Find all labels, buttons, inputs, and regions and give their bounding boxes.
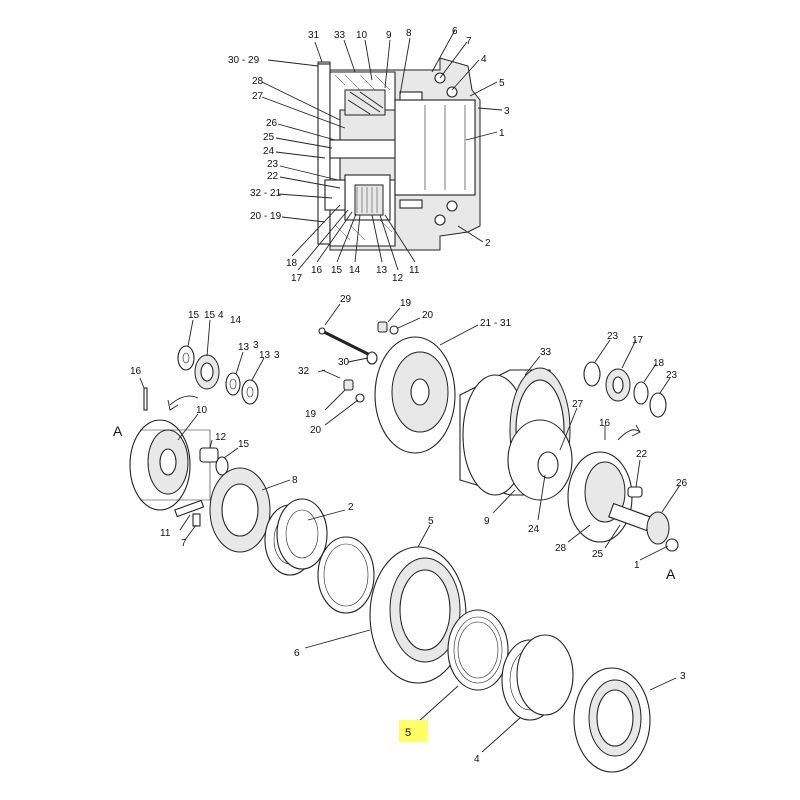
label-10: 10 — [196, 405, 208, 416]
label-16a: 16 — [130, 366, 142, 377]
label-5a: 5 — [428, 516, 434, 527]
label-30: 30 — [338, 357, 350, 368]
label-24: 24 — [263, 146, 275, 157]
label-6: 6 — [452, 26, 458, 37]
label-12: 12 — [392, 273, 404, 284]
label-6: 6 — [294, 648, 300, 659]
label-28: 28 — [555, 543, 567, 554]
label-27: 27 — [572, 399, 584, 410]
pin-16 — [143, 387, 148, 411]
section-leaders — [261, 29, 503, 271]
label-A-left: A — [113, 423, 123, 439]
label-27: 27 — [252, 91, 264, 102]
label-7: 7 — [181, 538, 187, 549]
label-5-highlighted: 5 — [405, 727, 411, 739]
label-31: 31 — [308, 30, 320, 41]
label-1: 1 — [634, 560, 640, 571]
label-33: 33 — [540, 347, 552, 358]
label-16b: 16 — [599, 418, 611, 429]
label-5: 5 — [499, 78, 505, 89]
label-17: 17 — [291, 273, 303, 284]
label-24: 24 — [528, 524, 540, 535]
label-25: 25 — [592, 549, 604, 560]
label-15b: 15 — [204, 310, 216, 321]
label-8: 8 — [292, 475, 298, 486]
label-25: 25 — [263, 132, 275, 143]
label-4b: 4 — [474, 754, 480, 765]
label-15: 15 — [331, 265, 343, 276]
label-18: 18 — [653, 358, 665, 369]
label-23b: 23 — [666, 370, 678, 381]
label-3: 3 — [504, 106, 510, 117]
label-23: 23 — [267, 159, 279, 170]
label-15c: 15 — [238, 439, 250, 450]
label-17: 17 — [632, 335, 644, 346]
section-view — [317, 57, 481, 251]
label-4: 4 — [481, 54, 487, 65]
label-14: 14 — [230, 315, 242, 326]
label-7: 7 — [466, 36, 472, 47]
label-10: 10 — [356, 30, 368, 41]
label-13a: 13 — [238, 342, 250, 353]
exploded-labels: 15 15 4 14 13 3 13 3 16 10 A 12 15 8 11 … — [113, 294, 688, 765]
label-28: 28 — [252, 76, 264, 87]
label-14: 14 — [349, 265, 361, 276]
label-16: 16 — [311, 265, 323, 276]
label-9: 9 — [386, 30, 392, 41]
label-26: 26 — [266, 118, 278, 129]
label-22: 22 — [636, 449, 648, 460]
label-9: 9 — [484, 516, 490, 527]
label-11: 11 — [409, 265, 420, 276]
label-26: 26 — [676, 478, 688, 489]
label-3a: 3 — [253, 340, 259, 351]
label-30-29: 30 - 29 — [228, 55, 260, 66]
label-18: 18 — [286, 258, 298, 269]
label-29: 29 — [340, 294, 352, 305]
label-3c: 3 — [680, 671, 686, 682]
label-19a: 19 — [400, 298, 412, 309]
label-2: 2 — [348, 502, 354, 513]
label-3b: 3 — [274, 350, 280, 361]
label-20a: 20 — [422, 310, 434, 321]
label-13b: 13 — [259, 350, 271, 361]
label-19b: 19 — [305, 409, 317, 420]
label-32-21: 32 - 21 — [250, 188, 282, 199]
seal-5 — [447, 609, 509, 691]
washer-15 — [177, 345, 195, 371]
label-21-31: 21 - 31 — [480, 318, 512, 329]
exploded-view — [129, 321, 679, 773]
label-13: 13 — [376, 265, 388, 276]
label-15a: 15 — [188, 310, 200, 321]
section-labels: 31 33 10 9 8 6 7 4 5 3 1 2 30 - 29 28 27… — [228, 26, 510, 284]
label-4a: 4 — [218, 310, 224, 321]
label-23a: 23 — [607, 331, 619, 342]
label-32: 32 — [298, 366, 310, 377]
label-2: 2 — [485, 238, 491, 249]
label-11: 11 — [160, 528, 171, 539]
label-8: 8 — [406, 28, 412, 39]
highlight-box — [399, 720, 428, 742]
label-12: 12 — [215, 432, 227, 443]
label-20b: 20 — [310, 425, 322, 436]
label-1: 1 — [499, 128, 505, 139]
label-33: 33 — [334, 30, 346, 41]
label-A-right: A — [666, 566, 676, 582]
label-20-19: 20 - 19 — [250, 211, 282, 222]
exploded-leaders — [139, 303, 681, 753]
label-22: 22 — [267, 171, 279, 182]
